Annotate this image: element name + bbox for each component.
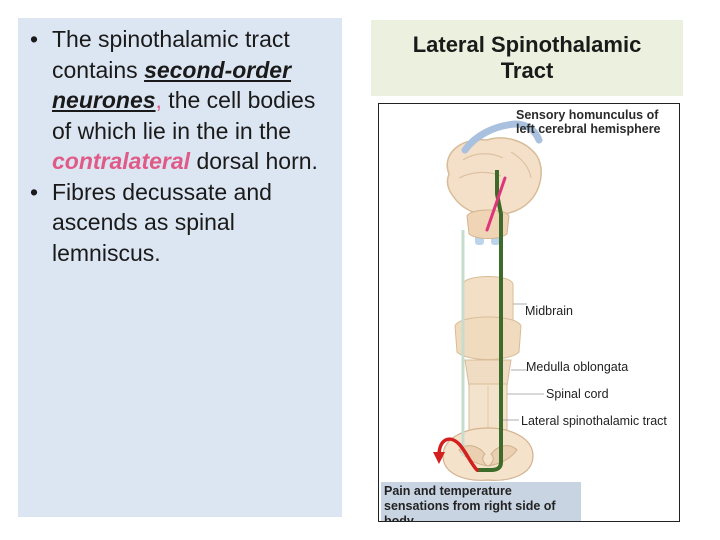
spinothalamic-figure: Sensory homunculus of left cerebral hemi… — [378, 103, 680, 522]
anatomy-illustration — [433, 120, 545, 481]
bullet-1-seg-3: the cell bodies of which lie in the in t… — [52, 87, 316, 144]
bullet-2-seg-0: Fibres decussate and ascends as spinal l… — [52, 178, 272, 266]
bullet-panel: The spinothalamic tract contains second-… — [18, 18, 342, 517]
bullet-1-seg-5: dorsal horn. — [190, 148, 318, 174]
slide-title: Lateral Spinothalamic Tract — [412, 32, 642, 83]
label-spinal-cord: Spinal cord — [544, 387, 611, 401]
label-pain: Pain and temperature sensations from rig… — [381, 482, 581, 521]
spinothalamic-tract-line — [477, 170, 503, 472]
pons-shape — [454, 316, 522, 360]
bullet-1-seg-4: contralateral — [52, 148, 191, 174]
pain-fiber — [437, 437, 479, 472]
title-box: Lateral Spinothalamic Tract — [371, 20, 683, 96]
label-homunculus: Sensory homunculus of left cerebral hemi… — [516, 108, 661, 136]
medulla-shape — [464, 359, 512, 387]
label-tract: Lateral spinothalamic tract — [519, 414, 669, 428]
bullet-item-2: Fibres decussate and ascends as spinal l… — [28, 177, 338, 269]
pain-arrowhead — [433, 452, 445, 464]
label-medulla: Medulla oblongata — [526, 360, 629, 374]
bullet-item-1: The spinothalamic tract contains second-… — [28, 24, 338, 177]
spinal-cross-section — [442, 427, 534, 481]
bullet-list: The spinothalamic tract contains second-… — [28, 24, 338, 268]
bullet-1-seg-0: The spinothalamic tract contains — [52, 26, 290, 83]
brain-section — [446, 137, 542, 216]
third-order-neuron — [485, 176, 507, 232]
label-midbrain: Midbrain — [525, 304, 573, 318]
homunculus-strip — [461, 120, 543, 154]
bullet-1-seg-1: second-order neurones — [52, 56, 292, 114]
bullet-1-seg-2: , — [155, 87, 162, 113]
